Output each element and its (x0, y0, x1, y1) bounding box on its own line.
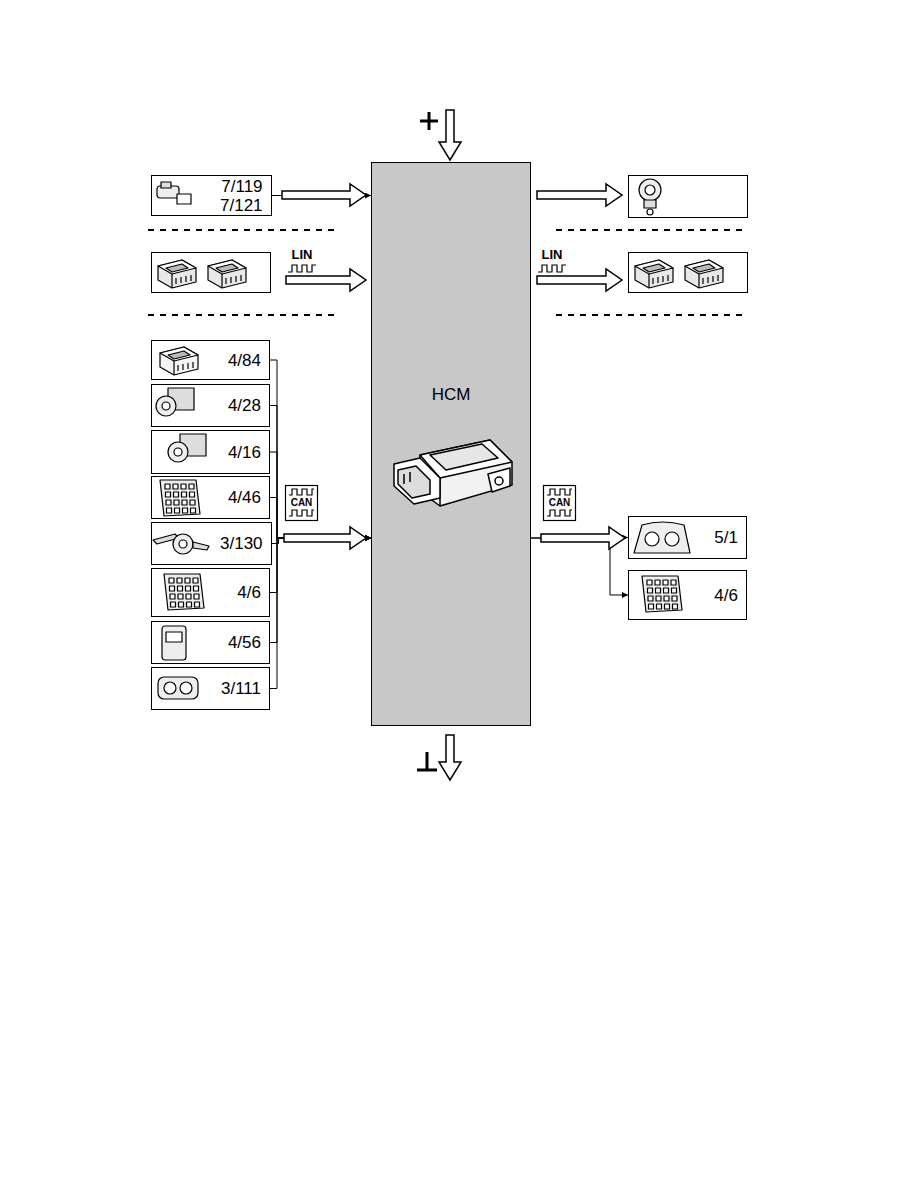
supply-symbols (417, 112, 438, 770)
bus-label: CAN (285, 497, 318, 509)
bus-label: CAN (543, 497, 576, 509)
component-number: 4/84 (228, 351, 261, 370)
sensor-icon (157, 182, 191, 204)
module-icon (208, 260, 246, 288)
signal-connector (270, 538, 371, 689)
component-box: 4/16 (151, 430, 270, 474)
component-box: 4/6 (628, 570, 747, 620)
component-number: 4/16 (228, 443, 261, 462)
hcm-body (371, 162, 531, 726)
pressure-sensor-icon (639, 179, 661, 215)
component-number: 4/6 (714, 586, 738, 605)
component-number: 4/56 (228, 633, 261, 652)
component-number: 3/111 (221, 679, 261, 698)
module-icon (158, 260, 196, 288)
camera-icon (168, 434, 206, 462)
switch-icon (158, 677, 198, 699)
panel-icon (164, 574, 204, 610)
camera-icon (156, 388, 194, 416)
component-box: 4/6 (151, 568, 270, 617)
component-number: 4/46 (228, 488, 261, 507)
component-box: 3/111 (151, 667, 270, 710)
signal-connector (270, 538, 371, 643)
component-box: 5/1 (628, 516, 747, 559)
signal-connector (270, 452, 371, 538)
component-box: 4/28 (151, 384, 270, 427)
signal-connector (270, 538, 371, 593)
hcm-module-picture (394, 440, 512, 506)
component-number: 4/6 (237, 583, 261, 602)
module-name: HCM (432, 385, 471, 404)
module-icon (635, 260, 673, 288)
icon-boxes (152, 176, 748, 293)
panel-icon (642, 576, 682, 612)
lin-waves (288, 265, 566, 272)
component-box: 4/46 (151, 476, 270, 519)
instrument-cluster-icon (634, 522, 690, 553)
control-unit-icon (162, 626, 186, 660)
component-number: 3/130 (220, 534, 263, 553)
component-box: 7/1197/121 (151, 175, 272, 216)
module-icon (685, 260, 723, 288)
separator-lines (148, 230, 748, 315)
bus-label: LIN (534, 247, 570, 262)
steering-stalk-icon (153, 534, 209, 554)
component-box: 4/84 (151, 340, 270, 380)
signal-arrows (282, 110, 625, 780)
control-module-box: HCM (371, 162, 531, 726)
component-box: 4/56 (151, 621, 270, 664)
panel-icon (160, 480, 200, 516)
bus-label: LIN (284, 247, 320, 262)
component-number: 7/121 (220, 196, 263, 215)
signal-connector (270, 406, 371, 539)
signal-connector (270, 360, 371, 538)
component-number: 4/28 (228, 396, 261, 415)
component-number: 7/119 (221, 177, 262, 196)
component-box: 3/130 (151, 522, 272, 565)
module-icon (160, 347, 198, 375)
component-number: 5/1 (714, 528, 738, 547)
